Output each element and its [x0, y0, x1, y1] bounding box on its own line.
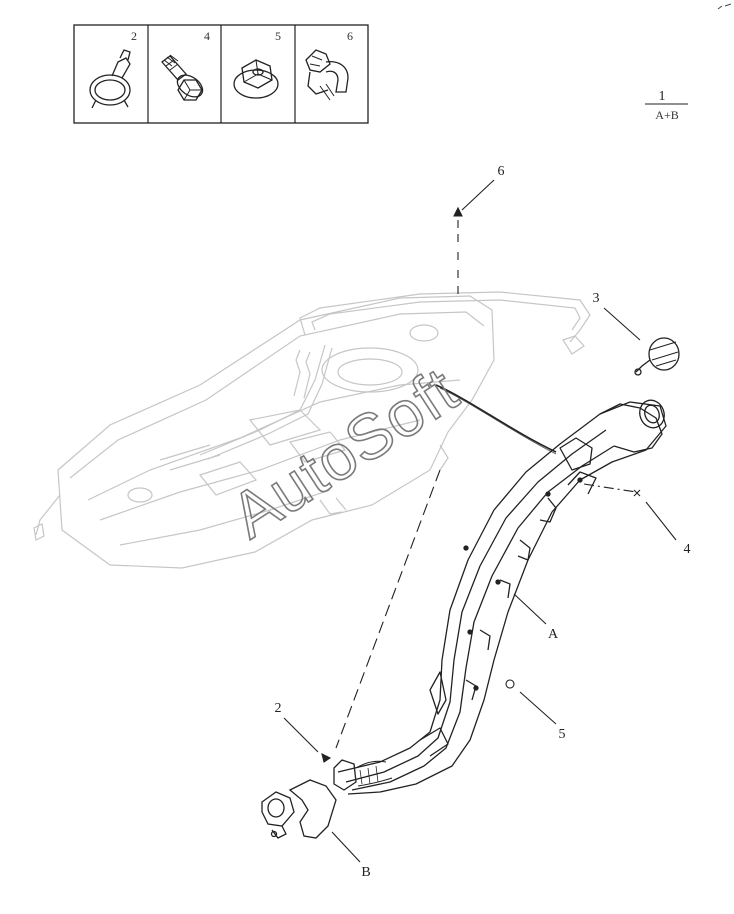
- flange-bolt-icon: [161, 54, 204, 101]
- flange-nut-icon: [233, 59, 279, 99]
- fuel-cap: [634, 337, 680, 376]
- hose-connector-icon: [305, 49, 349, 101]
- leader-lines: [283, 179, 677, 863]
- fuel-filler-pipe: [333, 399, 667, 795]
- legend-cell-2: 2: [89, 29, 137, 109]
- watermark: AutoSoft: [218, 353, 470, 551]
- callout-5: 5: [559, 727, 566, 742]
- callout-2: 2: [275, 701, 282, 716]
- callout-labels: 6 3 4 A 5 2 B: [275, 164, 691, 880]
- callout-a: A: [548, 627, 559, 642]
- assembly-index: 1 A+B: [645, 89, 688, 122]
- callout-b: B: [361, 865, 370, 880]
- assembly-composition: A+B: [655, 108, 678, 122]
- legend-number: 5: [275, 29, 281, 43]
- fastener-legend: 2 4 5: [73, 24, 369, 124]
- legend-cell-5: 5: [233, 29, 281, 99]
- legend-number: 6: [347, 29, 353, 43]
- legend-cell-4: 4: [161, 29, 210, 101]
- assembly-number: 1: [659, 89, 666, 104]
- fuel-tank-ghost: [33, 291, 591, 569]
- hose-clamp-icon: [89, 49, 131, 109]
- callout-3: 3: [593, 291, 600, 306]
- legend-cell-6: 6: [305, 29, 353, 101]
- callout-6: 6: [498, 164, 505, 179]
- legend-number: 4: [204, 29, 210, 43]
- callout-4: 4: [684, 542, 691, 557]
- filler-hose-b: [261, 779, 337, 839]
- legend-number: 2: [131, 29, 137, 43]
- corner-mark: [717, 3, 732, 10]
- tank-link-line: [435, 384, 557, 453]
